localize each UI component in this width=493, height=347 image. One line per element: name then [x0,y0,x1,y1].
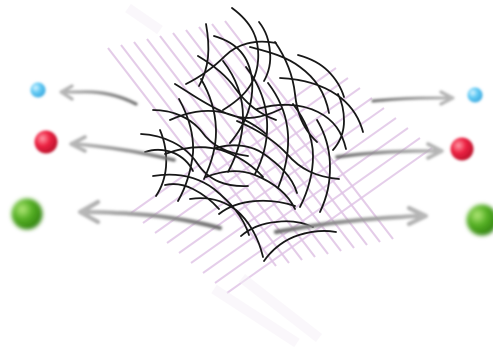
small-particle-right [468,88,483,103]
right-particles [451,88,493,236]
medium-particle-right [451,138,474,161]
arrow-right-bottom [276,208,426,232]
arrow-left-middle [71,137,174,160]
arrow-left-bottom [80,202,220,228]
small-particle-left [31,83,46,98]
arrow-right-middle [337,144,442,158]
large-particle-left [12,199,43,230]
arrow-right-top [373,92,453,104]
left-particles [12,83,58,230]
large-particle-right [467,205,493,236]
medium-particle-left [35,131,58,154]
arrow-left-top [61,86,136,104]
